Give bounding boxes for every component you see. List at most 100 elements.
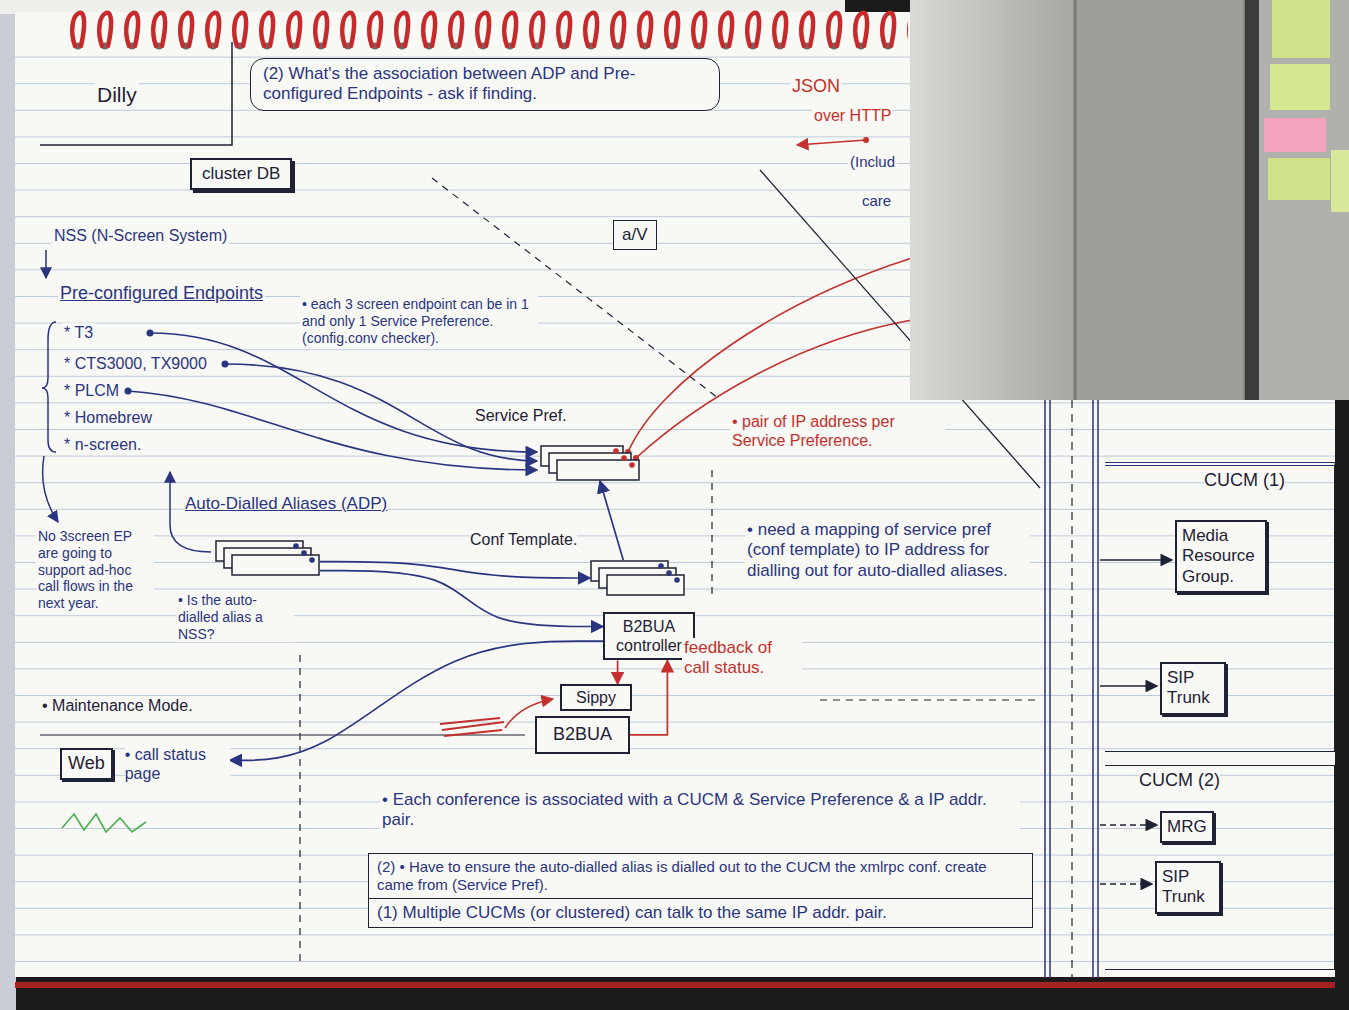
protocol-note: over HTTP: [812, 106, 893, 125]
web-box: Web• call status page: [60, 745, 230, 783]
list-brace: [42, 322, 56, 452]
connector: [320, 571, 603, 627]
stack-outline: [540, 445, 640, 481]
record-dot: [301, 550, 307, 556]
sippy-box: Sippy: [560, 684, 632, 711]
note: • need a mapping of service pref (conf t…: [745, 520, 1030, 581]
node-label: SIP Trunk: [1162, 867, 1214, 908]
divider-dashed: [299, 655, 300, 965]
network-band-centre: [1071, 400, 1072, 978]
node-label: (2) • Have to ensure the auto-dialled al…: [369, 854, 1032, 898]
connector: [320, 562, 590, 578]
b2bua-box: B2BUA: [535, 716, 630, 754]
record-sheet: [232, 555, 319, 575]
node-label: SIP Trunk: [1167, 668, 1219, 709]
corner-bracket: [40, 42, 232, 145]
pointer-arrow: [45, 250, 47, 278]
office-wall: [910, 0, 1349, 400]
list-item: * PLCM: [62, 381, 121, 400]
protocol-note: JSON: [790, 76, 842, 98]
record-sheet: [607, 575, 684, 595]
node-label: Service Pref.: [475, 406, 567, 425]
list-item: * CTS3000, TX9000: [62, 354, 209, 373]
node-label: (2) What's the association between ADP a…: [263, 64, 707, 105]
record-dot: [309, 557, 315, 563]
divider-dashed: [820, 699, 1040, 700]
note: • pair of IP address per Service Prefere…: [730, 412, 945, 450]
record-dot: [658, 563, 664, 569]
mrg-box: MRG: [1160, 811, 1214, 843]
sticky-note: [1272, 0, 1330, 58]
connector: [617, 660, 619, 684]
av-box: a/V: [613, 220, 657, 250]
stacked-records: [540, 445, 640, 481]
node-label: Media Resource Group.: [1182, 526, 1260, 587]
note-box: (2) • Have to ensure the auto-dialled al…: [368, 853, 1033, 928]
record-sheet: [557, 460, 639, 480]
pointer-arrow: [43, 456, 58, 522]
trunk-arrow: [1100, 824, 1157, 826]
alias-stack: Auto-Dialled Aliases (ADP): [185, 494, 387, 514]
service-pref-stack: Service Pref.: [475, 406, 567, 425]
cut-off-note: (Includ: [848, 153, 897, 171]
note: • Is the auto-dialled alias a NSS?: [176, 592, 294, 642]
note: • Maintenance Mode.: [40, 696, 195, 715]
cucm-region: CUCM (2) MRG SIP Trunk: [1105, 765, 1335, 970]
stacked-records: [215, 540, 320, 576]
record-dot: [629, 462, 635, 468]
notebook-cover-edge: [15, 982, 1335, 988]
connector: [630, 660, 667, 734]
office-photo: [910, 0, 1349, 400]
cut-off-note: care: [860, 192, 893, 210]
connector: [600, 481, 623, 560]
stack-outline: [215, 540, 320, 576]
note: • Each conference is associated with a C…: [380, 790, 1020, 831]
sip-trunk-box: SIP Trunk: [1160, 662, 1226, 715]
node-label: MRG: [1167, 817, 1207, 837]
record-dot: [293, 543, 299, 549]
door-frame-edge: [1075, 0, 1245, 400]
page-title: Dilly: [95, 82, 139, 107]
node-label: Conf Template.: [470, 530, 577, 549]
sticky-note: [1331, 150, 1349, 212]
resource-group-box: Media Resource Group.: [1175, 520, 1267, 593]
connector-label: feedback of call status.: [682, 638, 802, 679]
sticky-note: [1268, 158, 1330, 200]
database-box: cluster DB: [190, 158, 292, 190]
list-item: * Homebrew: [62, 408, 154, 427]
note: No 3screen EP are going to support ad-ho…: [36, 528, 154, 612]
node-label: cluster DB: [202, 164, 280, 184]
list-item: * T3: [62, 323, 95, 342]
trunk-arrow: [1100, 559, 1172, 561]
trunk-arrow: [1100, 883, 1152, 885]
note: • each 3 screen endpoint can be in 1 and…: [300, 296, 538, 346]
stack-outline: [590, 560, 685, 596]
record-dot: [666, 570, 672, 576]
json-arrow: [797, 140, 866, 145]
node-note: (1) Multiple CUCMs (or clustered) can ta…: [369, 898, 1032, 927]
system-name: NSS (N-Screen System): [52, 226, 229, 245]
node-label: B2BUA controller: [610, 617, 688, 655]
question-box: (2) What's the association between ADP a…: [250, 58, 720, 111]
cucm-region: CUCM (1) Media Resource Group. SIP Trunk: [1105, 462, 1335, 752]
endpoint-line: [128, 391, 537, 470]
sticky-note: [1264, 118, 1326, 152]
node-label: Sippy: [567, 688, 625, 707]
list-heading: Pre-configured Endpoints: [58, 283, 265, 305]
trunk-arrow: [1100, 685, 1157, 687]
crossed-out-scribble: [440, 718, 504, 736]
door-frame: [1075, 0, 1245, 400]
divider-dashed: [711, 470, 712, 600]
node-label: CUCM (2): [1139, 770, 1220, 792]
green-scribble: [62, 814, 146, 832]
node-label: Web: [60, 748, 113, 780]
other-page-edge: [0, 0, 16, 1010]
sip-trunk-box: SIP Trunk: [1155, 861, 1221, 914]
divider-dashed: [432, 178, 718, 398]
node-label: CUCM (1): [1204, 470, 1285, 492]
stacked-records: [590, 560, 685, 596]
partition-panel: [1259, 0, 1349, 400]
